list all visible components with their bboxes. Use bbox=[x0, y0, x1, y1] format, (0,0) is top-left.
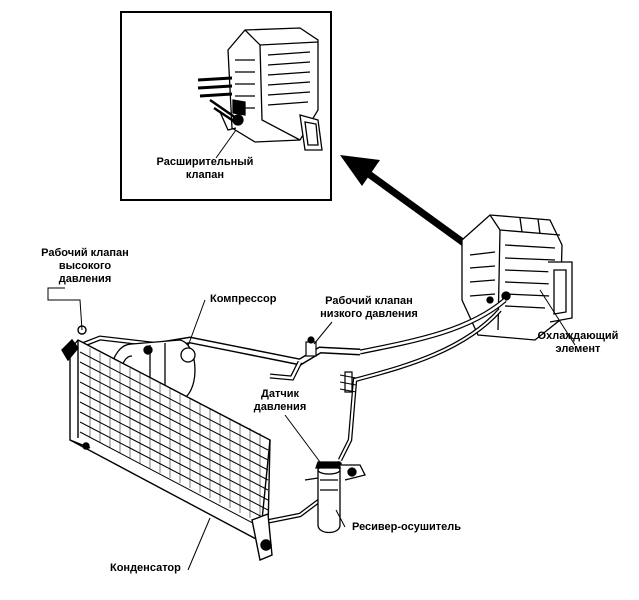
label-compressor: Компрессор bbox=[210, 293, 277, 305]
receiver-dryer-part bbox=[304, 461, 366, 534]
label-high-pressure-valve: Рабочий клапан высокого давления bbox=[41, 247, 129, 285]
label-evaporator: Охлаждающий элемент bbox=[537, 330, 619, 355]
leader-lines bbox=[47, 287, 576, 571]
label-receiver-dryer: Ресивер-осушитель bbox=[352, 521, 462, 533]
label-expansion-valve: Расширительный клапан bbox=[156, 156, 254, 181]
condenser-part bbox=[61, 325, 273, 561]
label-condenser: Конденсатор bbox=[110, 562, 181, 574]
inset-evaporator-unit bbox=[197, 27, 323, 159]
label-pressure-sensor: Датчик давления bbox=[253, 388, 307, 413]
inset-frame bbox=[120, 11, 332, 201]
refrigerant-lines bbox=[81, 298, 507, 525]
pointer-arrow bbox=[340, 155, 471, 249]
label-low-pressure-valve: Рабочий клапан низкого давления bbox=[320, 295, 418, 320]
evaporator-unit bbox=[461, 214, 573, 341]
low-pressure-valve-part bbox=[305, 336, 317, 357]
